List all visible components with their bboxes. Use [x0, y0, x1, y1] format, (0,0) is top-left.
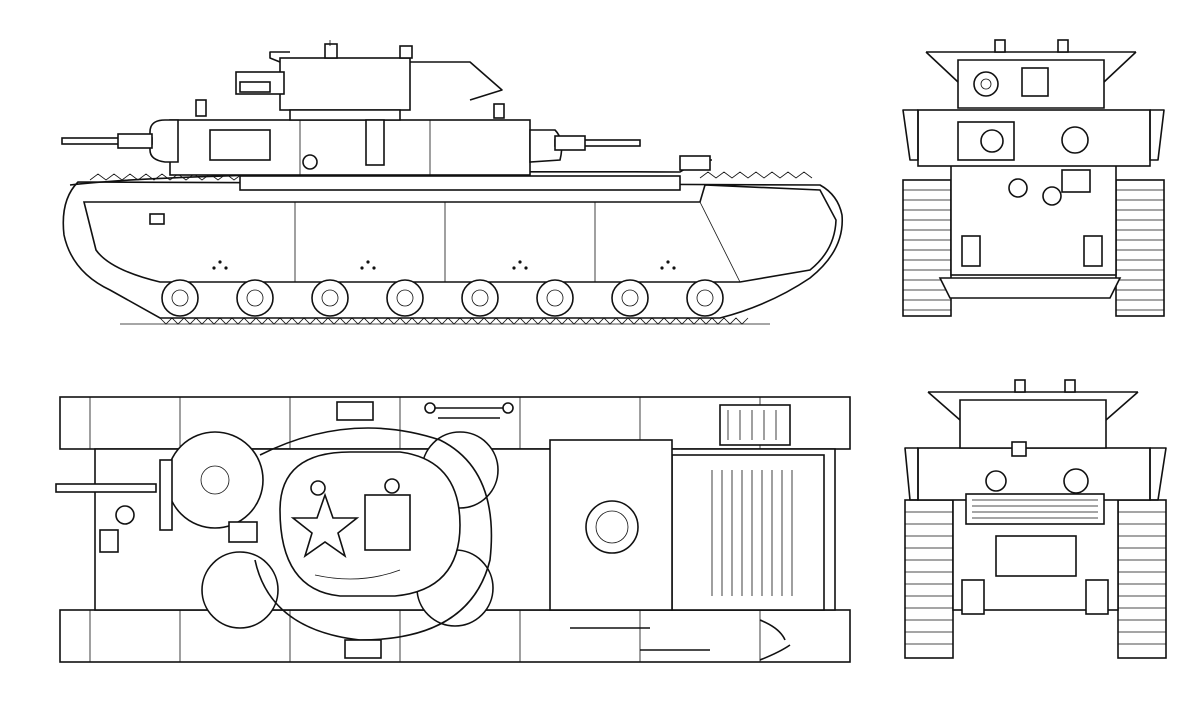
- commander-hatch: [364, 494, 411, 551]
- front-superstructure: [917, 109, 1151, 167]
- front-view: [902, 39, 1165, 317]
- front-gun-port: [973, 71, 999, 97]
- rear-radiator: [965, 493, 1105, 525]
- side-view: [61, 40, 843, 325]
- vision-slot: [149, 213, 165, 225]
- periscope: [324, 43, 338, 59]
- top-front-barrel: [55, 483, 157, 493]
- fender-box: [239, 175, 681, 191]
- left-mg-turret-top: [201, 551, 279, 629]
- front-mg-turret-top: [166, 431, 264, 529]
- front-left-track: [902, 179, 952, 317]
- top-view: [55, 396, 851, 663]
- main-gun-barrel: [239, 81, 271, 93]
- rear-mg-turret: [529, 129, 641, 163]
- star-icon: [290, 492, 360, 558]
- tool-box: [719, 404, 791, 446]
- antenna-rail: [410, 61, 503, 101]
- front-right-track: [1115, 179, 1165, 317]
- antenna-ring: [254, 427, 493, 641]
- rivets: [212, 260, 676, 270]
- rear-view: [904, 379, 1167, 659]
- front-mg-turret: [61, 119, 179, 163]
- engine-deck: [671, 454, 825, 611]
- rear-superstructure: [917, 447, 1151, 501]
- track-links-bottom: [159, 317, 749, 325]
- road-wheels: [161, 279, 724, 317]
- main-turret: [235, 40, 503, 121]
- rear-turret-hatch: [585, 500, 639, 554]
- rear-turret: [959, 399, 1107, 449]
- hatch-cylinder: [365, 119, 385, 166]
- side-skirt: [82, 184, 837, 283]
